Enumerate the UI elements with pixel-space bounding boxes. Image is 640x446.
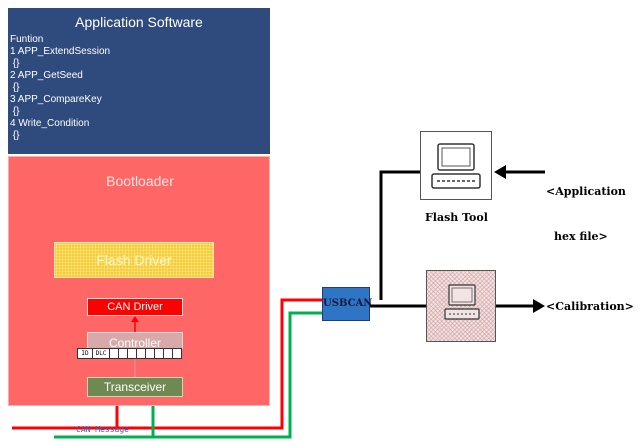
frame-field-id: ID xyxy=(77,348,93,359)
app-hex-line-2: hex file> xyxy=(554,230,608,243)
flash-tool-label: Flash Tool xyxy=(425,211,488,224)
can-message-label: CAN Message xyxy=(76,425,129,434)
flash-tool-box xyxy=(420,131,492,200)
controller-to-can-driver-arrow xyxy=(131,316,139,333)
controller-box: Controller xyxy=(87,332,183,350)
function-1-name: 1 APP_ExtendSession xyxy=(10,46,111,57)
bootloader-block: Bootloader Flash Driver CAN Driver Contr… xyxy=(8,156,270,406)
app-hex-line-1: <Application xyxy=(546,185,626,198)
function-3-name: 3 APP_CompareKey xyxy=(10,94,102,105)
function-heading: Funtion xyxy=(10,34,44,45)
calibration-arrowhead xyxy=(533,299,545,313)
function-4-name: 4 Write_Condition xyxy=(10,118,90,129)
application-hex-file-label: <Application hex file> xyxy=(546,154,626,259)
usbcan-box: USBCAN xyxy=(322,287,372,321)
function-2-name: 2 APP_GetSeed xyxy=(10,70,83,81)
function-3-body: {} xyxy=(10,106,20,117)
frame-field-data xyxy=(172,348,182,359)
transceiver-to-controller-arrow xyxy=(134,359,136,377)
flash-driver-box: Flash Driver xyxy=(54,242,214,278)
can-driver-box: CAN Driver xyxy=(87,298,183,316)
function-2-body: {} xyxy=(10,82,20,93)
can-high-line xyxy=(12,298,322,430)
function-1-body: {} xyxy=(10,58,20,69)
can-low-line xyxy=(54,311,322,439)
computer-icon xyxy=(431,143,481,189)
application-software-block: Application Software Funtion 1 APP_Exten… xyxy=(8,8,270,154)
usbcan-to-flash-tool-line xyxy=(379,170,420,300)
function-4-body: {} xyxy=(10,130,20,141)
transceiver-box: Transceiver xyxy=(87,377,183,397)
can-frame-fields: ID DLC xyxy=(77,348,182,359)
calibration-label: <Calibration> xyxy=(546,300,634,313)
application-title: Application Software xyxy=(75,14,203,30)
computer-icon xyxy=(444,284,480,320)
hex-file-arrowhead xyxy=(494,165,506,179)
bootloader-title: Bootloader xyxy=(106,173,174,189)
frame-field-dlc: DLC xyxy=(92,348,110,359)
calibration-tool-box xyxy=(426,270,496,342)
